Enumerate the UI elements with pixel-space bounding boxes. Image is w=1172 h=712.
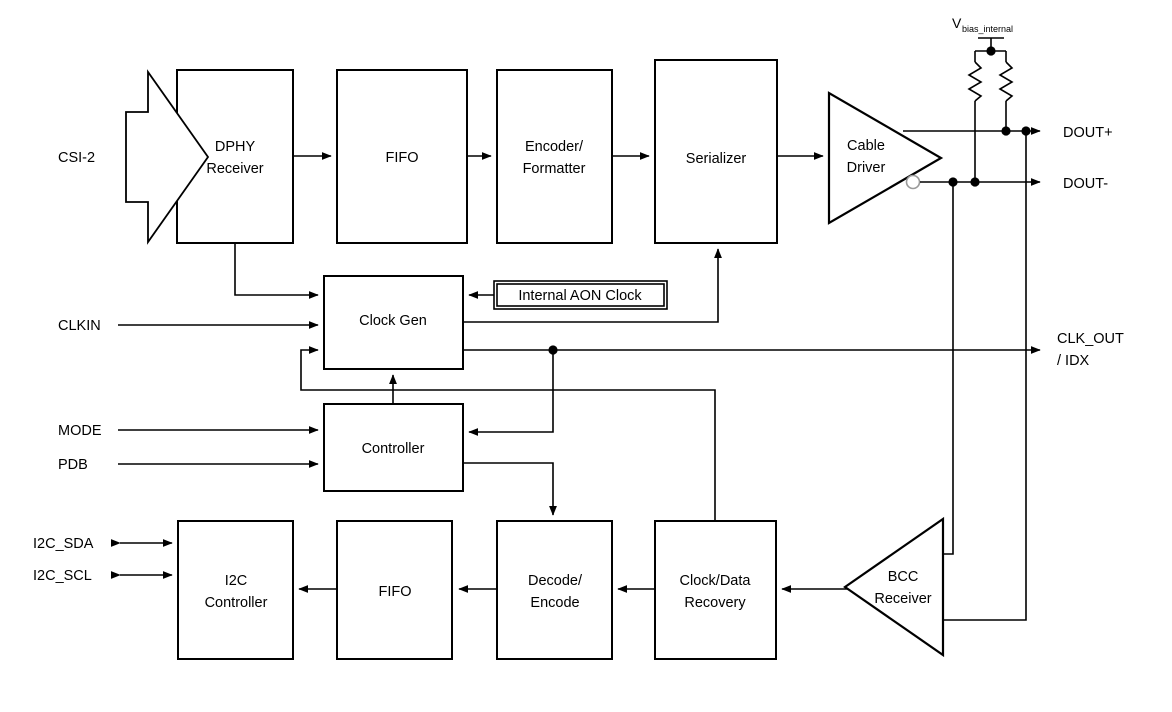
block-clock-gen-label: Clock Gen (359, 313, 427, 329)
resistor-right-icon (998, 61, 1014, 102)
block-serializer[interactable]: Serializer (654, 59, 778, 244)
pin-label-dout-minus: DOUT- (1063, 176, 1108, 192)
vbias-subscript: bias_internal (962, 24, 1013, 34)
wire-clkout-to-controller (468, 350, 554, 436)
amp-cable-driver-label-2: Driver (847, 160, 886, 176)
csi2-bus-arrow-icon (125, 69, 210, 245)
amp-bcc-label-1: BCC (888, 569, 919, 585)
wire-clockgen-to-serializer (463, 248, 722, 323)
wire-doutn-to-bcc (943, 182, 954, 555)
block-i2c-label-2: Controller (205, 595, 268, 611)
block-controller[interactable]: Controller (323, 403, 464, 492)
supply-vbias-internal: V bias_internal (952, 15, 1013, 62)
wire-controller-to-decode (463, 462, 557, 516)
block-decode-label-1: Decode/ (528, 573, 583, 589)
wire-cdr-to-clockgen (300, 346, 716, 521)
junction-dot-doutn-res (970, 177, 980, 187)
wire-doutp-to-bcc (943, 131, 1027, 621)
block-dphy-receiver-label-2: Receiver (206, 161, 263, 177)
block-encoder-label-2: Formatter (523, 161, 586, 177)
block-cdr-label-1: Clock/Data (680, 573, 752, 589)
pin-label-i2c-scl: I2C_SCL (33, 568, 92, 584)
block-encoder-formatter[interactable]: Encoder/ Formatter (496, 69, 613, 244)
amp-bcc-label-2: Receiver (874, 591, 931, 607)
block-i2c-controller[interactable]: I2C Controller (177, 520, 294, 660)
pin-label-clkin: CLKIN (58, 318, 101, 334)
block-i2c-label-1: I2C (225, 573, 248, 589)
junction-dot-doutp-res (1001, 126, 1011, 136)
pin-label-csi2: CSI-2 (58, 150, 95, 166)
block-fifo-bottom-label: FIFO (378, 584, 411, 600)
pin-label-pdb: PDB (58, 457, 88, 473)
block-controller-label: Controller (362, 441, 425, 457)
pin-label-i2c-sda: I2C_SDA (33, 536, 94, 552)
amp-cable-driver-label-1: Cable (847, 138, 885, 154)
block-fifo-top[interactable]: FIFO (336, 69, 468, 244)
amplifier-cable-driver[interactable]: Cable Driver (827, 91, 944, 225)
block-encoder-label-1: Encoder/ (525, 139, 584, 155)
wire-dphy-to-clockgen (234, 243, 319, 299)
block-internal-aon-clock[interactable]: Internal AON Clock (493, 280, 668, 310)
pin-label-mode: MODE (58, 423, 102, 439)
block-decode-label-2: Encode (530, 595, 579, 611)
pin-label-clkout-1: CLK_OUT (1057, 331, 1124, 347)
block-clock-data-recovery[interactable]: Clock/Data Recovery (654, 520, 777, 660)
pin-label-dout-plus: DOUT+ (1063, 125, 1113, 141)
vbias-symbol: V (952, 15, 962, 31)
block-fifo-bottom[interactable]: FIFO (336, 520, 453, 660)
block-fifo-top-label: FIFO (385, 150, 418, 166)
block-serializer-label: Serializer (686, 151, 747, 167)
block-clock-gen[interactable]: Clock Gen (323, 275, 464, 370)
resistor-left-icon (967, 61, 983, 102)
pin-label-clkout-2: / IDX (1057, 353, 1090, 369)
block-aon-label: Internal AON Clock (518, 288, 642, 304)
inverting-output-bubble-icon (905, 174, 921, 190)
block-decode-encode[interactable]: Decode/ Encode (496, 520, 613, 660)
block-dphy-receiver-label-1: DPHY (215, 139, 256, 155)
block-cdr-label-2: Recovery (684, 595, 746, 611)
amplifier-bcc-receiver[interactable]: BCC Receiver (843, 516, 945, 658)
